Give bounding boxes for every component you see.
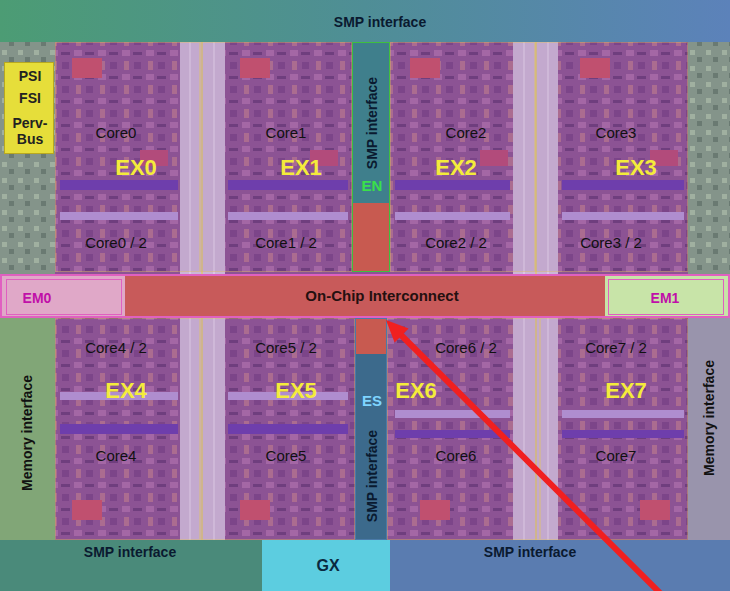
core-label: Core6 [436, 447, 477, 464]
core-label: Core0 [96, 124, 137, 141]
core-region [55, 42, 688, 274]
core-label: Core5 [266, 447, 307, 464]
core-quadrant: Core6 / 2 EX6Core6 [387, 318, 540, 540]
core-label: Core7 / 2 [585, 339, 647, 356]
memory-controller: EM0 [6, 279, 122, 315]
interconnect-band: On-Chip Interconnect EM0 EM1 [0, 274, 730, 318]
memory-interface-strip: Memory interface [688, 318, 730, 540]
port-label: EN [362, 177, 383, 194]
interface-label: SMP interface [364, 430, 380, 522]
interface-label: SMP interface [364, 77, 380, 169]
io-region [0, 42, 55, 274]
core-label: Core1 / 2 [255, 234, 317, 251]
memory-interface-strip: Memory interface [0, 318, 55, 540]
interface-label: SMP interface [334, 14, 426, 30]
io-region [688, 42, 730, 274]
unit-label: EX4 [105, 378, 147, 403]
smp-interface-strip: ES SMP interface [355, 318, 387, 540]
unit-label: EX2 [435, 155, 477, 180]
core-label: Core2 / 2 [425, 234, 487, 251]
core-quadrant: Core1EX1Core1 / 2 [200, 42, 352, 272]
interface-label: SMP interface [484, 544, 576, 560]
bus-label: GX [316, 557, 339, 575]
core-label: Core3 / 2 [580, 234, 642, 251]
core-label: Core2 [446, 124, 487, 141]
unit-label: EX1 [280, 155, 322, 180]
interface-label: Memory interface [19, 375, 35, 491]
block-label: PSI [19, 68, 42, 84]
core-quadrant: Core5 / 2 EX5Core5 [200, 318, 355, 540]
interface-label: Memory interface [701, 360, 717, 476]
gx-bus-band: GX [262, 540, 390, 591]
core-label: Core6 / 2 [435, 339, 497, 356]
unit-label: EX5 [275, 378, 317, 403]
core-quadrant: Core0EX0Core0 / 2 [55, 42, 200, 272]
smp-interface-strip: SMP interfaceEN [352, 42, 390, 272]
port-label: ES [362, 392, 382, 409]
core-label: Core7 [596, 447, 637, 464]
smp-interface-band: SMP interface [0, 0, 730, 42]
unit-label: EX3 [615, 155, 657, 180]
core-label: Core1 [266, 124, 307, 141]
core-quadrant: Core2EX2Core2 / 2 [390, 42, 535, 272]
unit-label: EX6 [395, 378, 437, 403]
smp-interface-band: SMP interface [0, 540, 262, 591]
unit-label: EX7 [605, 378, 647, 403]
core-region [55, 318, 688, 540]
controller-label: EM0 [23, 290, 52, 306]
interface-label: SMP interface [84, 544, 176, 560]
unit-label: EX0 [115, 155, 157, 180]
core-quadrant: Core4 / 2 EX4Core4 [55, 318, 200, 540]
core-label: Core4 / 2 [85, 339, 147, 356]
core-label: Core4 [96, 447, 137, 464]
core-label: Core5 / 2 [255, 339, 317, 356]
memory-controller: EM1 [608, 279, 724, 315]
controller-label: EM1 [651, 290, 680, 306]
core-label: Core3 [596, 124, 637, 141]
block-label: Perv- Bus [8, 115, 52, 147]
core-label: Core0 / 2 [85, 234, 147, 251]
block-label: FSI [19, 90, 41, 106]
smp-interface-band: SMP interface [390, 540, 730, 591]
interconnect-label: On-Chip Interconnect [305, 287, 458, 304]
core-quadrant: Core7 / 2 EX7Core7 [540, 318, 688, 540]
pervasive-block: PSI FSI Perv- Bus [4, 62, 54, 154]
core-quadrant: Core3EX3Core3 / 2 [535, 42, 688, 272]
